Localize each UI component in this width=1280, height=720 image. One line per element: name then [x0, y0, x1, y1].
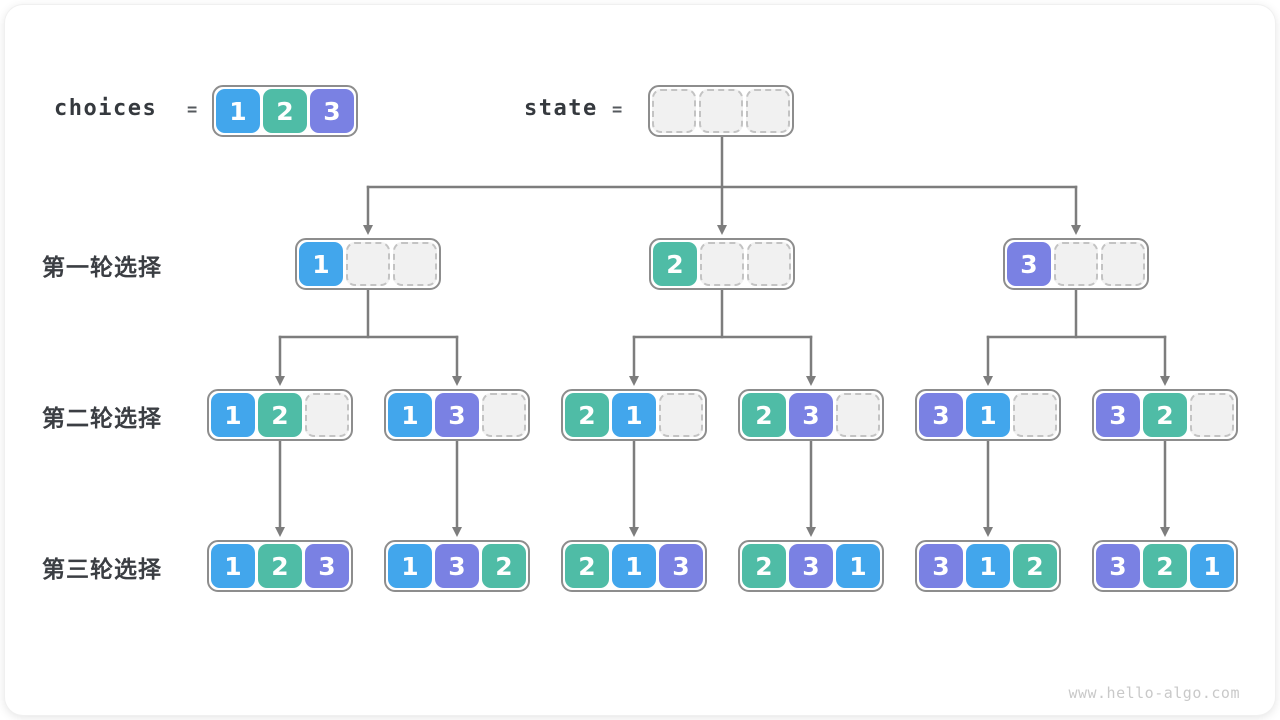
array-cell-empty [1101, 242, 1145, 286]
array-cell-2: 2 [742, 393, 786, 437]
array-cell-1: 1 [836, 544, 880, 588]
array-cell-3: 3 [305, 544, 349, 588]
array-cell-empty [482, 393, 526, 437]
array-cell-2: 2 [258, 393, 302, 437]
state-equals-sign: = [612, 100, 623, 120]
array-cell-3: 3 [310, 89, 354, 133]
array-cell-empty [652, 89, 696, 133]
array-cell-2: 2 [482, 544, 526, 588]
array-cell-2: 2 [1143, 544, 1187, 588]
state-node-1-3: 3 [1003, 238, 1149, 290]
array-cell-empty [747, 242, 791, 286]
array-cell-empty [659, 393, 703, 437]
array-cell-3: 3 [1096, 393, 1140, 437]
array-cell-3: 3 [919, 393, 963, 437]
array-cell-2: 2 [653, 242, 697, 286]
array-cell-empty [346, 242, 390, 286]
array-cell-2: 2 [1143, 393, 1187, 437]
watermark: www.hello-algo.com [1068, 684, 1240, 702]
array-cell-empty [305, 393, 349, 437]
choices-label: choices [54, 96, 158, 121]
array-cell-3: 3 [659, 544, 703, 588]
array-cell-3: 3 [435, 393, 479, 437]
array-cell-3: 3 [919, 544, 963, 588]
choices-equals-sign: = [187, 100, 198, 120]
round-3-label: 第三轮选择 [42, 556, 162, 582]
state-node-1-2: 2 [649, 238, 795, 290]
array-cell-2: 2 [565, 544, 609, 588]
array-cell-3: 3 [1007, 242, 1051, 286]
array-cell-empty [393, 242, 437, 286]
array-cell-1: 1 [388, 393, 432, 437]
array-cell-2: 2 [258, 544, 302, 588]
state-array [648, 85, 794, 137]
array-cell-empty [1190, 393, 1234, 437]
array-cell-2: 2 [1013, 544, 1057, 588]
array-cell-1: 1 [211, 544, 255, 588]
array-cell-3: 3 [435, 544, 479, 588]
array-cell-2: 2 [742, 544, 786, 588]
array-cell-1: 1 [1190, 544, 1234, 588]
array-cell-1: 1 [612, 393, 656, 437]
state-label: state [524, 96, 598, 121]
array-cell-1: 1 [388, 544, 432, 588]
array-cell-empty [836, 393, 880, 437]
array-cell-3: 3 [789, 544, 833, 588]
array-cell-1: 1 [216, 89, 260, 133]
array-cell-empty [746, 89, 790, 133]
array-cell-empty [699, 89, 743, 133]
round-1-label: 第一轮选择 [42, 254, 162, 280]
array-cell-1: 1 [299, 242, 343, 286]
array-cell-empty [1054, 242, 1098, 286]
array-cell-3: 3 [789, 393, 833, 437]
array-cell-1: 1 [966, 393, 1010, 437]
array-cell-1: 1 [612, 544, 656, 588]
array-cell-3: 3 [1096, 544, 1140, 588]
array-cell-1: 1 [966, 544, 1010, 588]
array-cell-2: 2 [263, 89, 307, 133]
array-cell-2: 2 [565, 393, 609, 437]
array-cell-1: 1 [211, 393, 255, 437]
state-node-1-1: 1 [295, 238, 441, 290]
array-cell-empty [1013, 393, 1057, 437]
round-2-label: 第二轮选择 [42, 405, 162, 431]
array-cell-empty [700, 242, 744, 286]
